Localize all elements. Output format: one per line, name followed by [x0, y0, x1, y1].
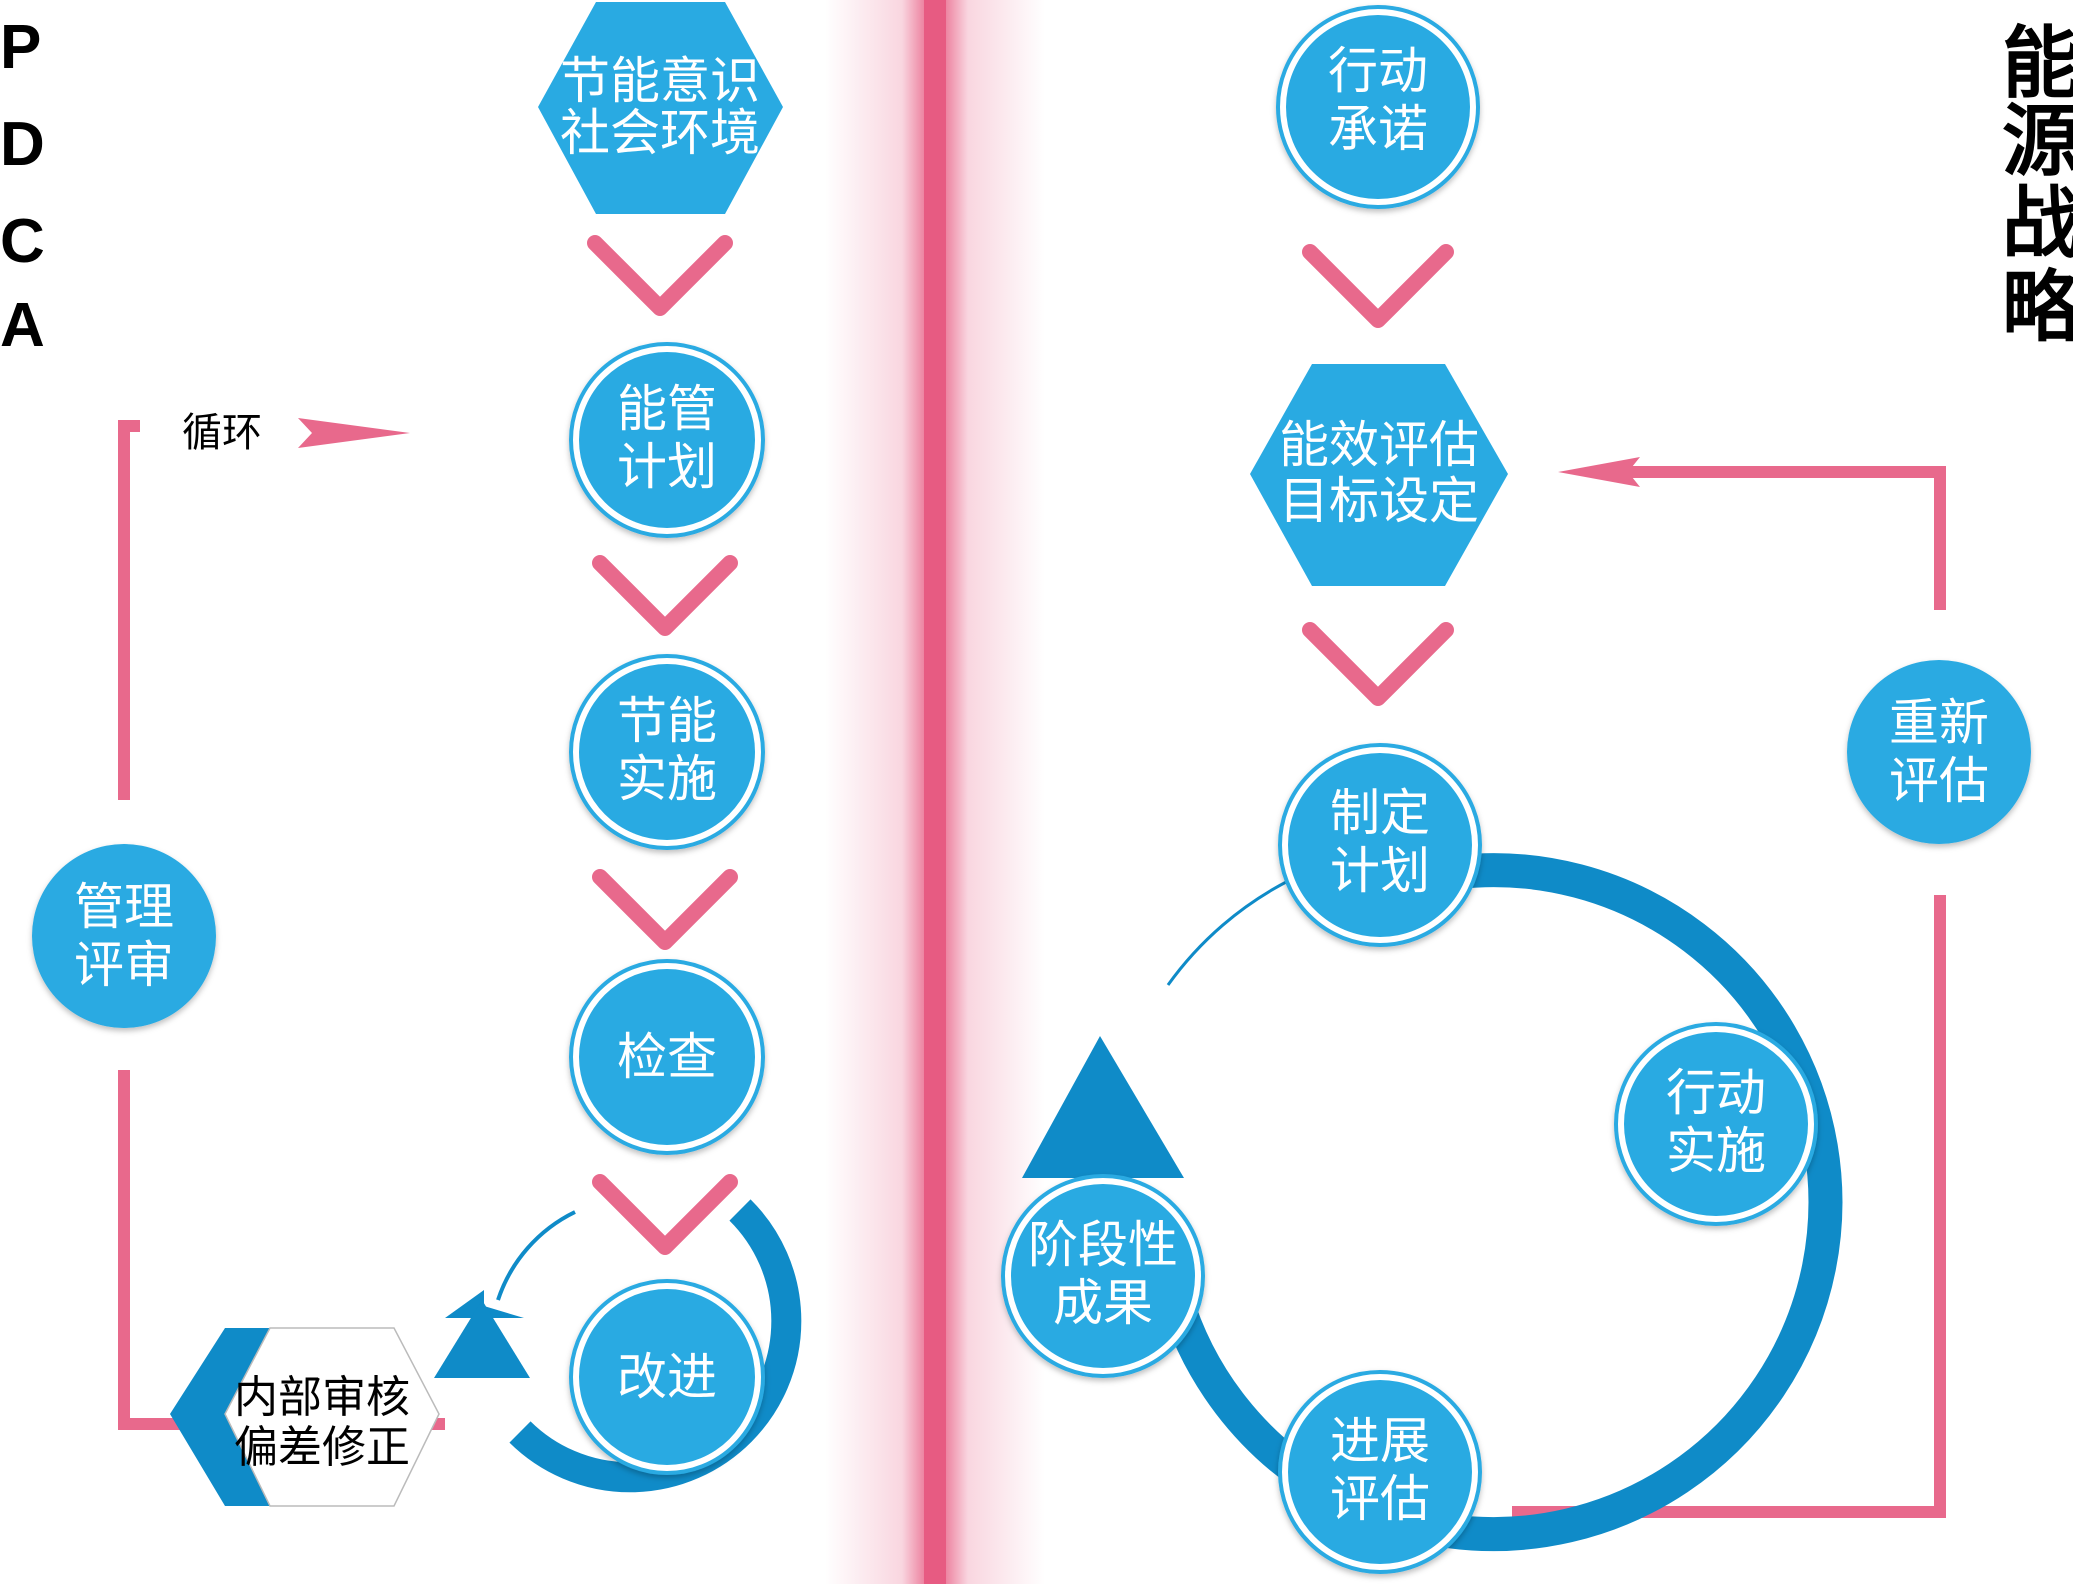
- node-plan-line2: 计划: [617, 439, 717, 495]
- node-audit: 内部审核 偏差修正: [170, 1327, 440, 1507]
- side-title-char-3: 战: [2002, 179, 2073, 267]
- node-evaluation-hexagon: [1250, 364, 1508, 586]
- right-feedback-loop: [1512, 466, 1946, 1518]
- node-plan: 能管 计划: [569, 342, 765, 538]
- center-divider-core: [924, 0, 946, 1584]
- node-results: 阶段性 成果: [1001, 1174, 1205, 1378]
- left-chevrons: [587, 235, 738, 1255]
- loop-arrow-right-icon: [298, 418, 410, 448]
- chevron-down-icon: [1302, 622, 1454, 706]
- node-commitment-line2: 承诺: [1328, 101, 1428, 157]
- side-title-letter-d: D: [0, 110, 45, 179]
- up-arrow-icon: [1022, 1036, 1184, 1178]
- side-title-pdca: P D C A: [0, 13, 45, 360]
- side-title-char-2: 源: [2002, 97, 2073, 185]
- node-check-label: 检查: [617, 1029, 717, 1085]
- loop-line-top: [118, 420, 140, 800]
- node-implement-line1: 节能: [617, 693, 717, 749]
- node-results-line1: 阶段性: [1028, 1217, 1178, 1273]
- chevron-down-icon: [592, 1174, 738, 1255]
- node-audit-line1: 内部审核: [234, 1373, 410, 1422]
- node-audit-line2: 偏差修正: [234, 1423, 410, 1472]
- node-reassess-line2: 评估: [1889, 753, 1989, 809]
- node-review-line1: 管理: [74, 879, 174, 935]
- node-awareness-hexagon: [538, 2, 783, 214]
- node-progress: 进展 评估: [1278, 1370, 1482, 1574]
- node-awareness-line2: 社会环境: [560, 105, 760, 161]
- side-title-letter-c: C: [0, 207, 45, 276]
- node-review: 管理 评审: [32, 844, 216, 1028]
- node-improve: 改进: [569, 1279, 765, 1475]
- node-check: 检查: [569, 959, 765, 1155]
- node-improve-label: 改进: [617, 1349, 717, 1405]
- side-title-char-1: 能: [2002, 19, 2073, 107]
- loop-line-top-right: [1625, 466, 1946, 610]
- side-title-energy-strategy: 能 源 战 略: [2002, 19, 2073, 351]
- chevron-down-icon: [592, 869, 738, 950]
- loop-line-bottom-right: [1512, 895, 1946, 1518]
- node-make-plan-line2: 计划: [1330, 843, 1430, 899]
- node-implement: 节能 实施: [569, 654, 765, 850]
- right-chevrons: [1302, 244, 1454, 706]
- node-make-plan-line1: 制定: [1330, 785, 1430, 841]
- chevron-down-icon: [587, 235, 733, 316]
- side-title-letter-p: P: [0, 13, 41, 82]
- node-progress-line2: 评估: [1330, 1471, 1430, 1527]
- side-title-letter-a: A: [0, 291, 45, 360]
- chevron-down-icon: [592, 555, 738, 636]
- chevron-down-icon: [1302, 244, 1454, 328]
- up-arrow-icon: [434, 1300, 530, 1378]
- node-action-line1: 行动: [1666, 1065, 1766, 1121]
- node-action: 行动 实施: [1614, 1022, 1818, 1226]
- node-evaluation-line1: 能效评估: [1279, 417, 1479, 473]
- side-title-char-4: 略: [2002, 263, 2073, 351]
- node-make-plan: 制定 计划: [1278, 743, 1482, 947]
- loop-arrow-left-icon: [1558, 457, 1640, 487]
- node-implement-line2: 实施: [617, 751, 717, 807]
- node-reassess-line1: 重新: [1889, 695, 1989, 751]
- node-review-line2: 评审: [74, 937, 174, 993]
- node-action-line2: 实施: [1666, 1123, 1766, 1179]
- node-progress-line1: 进展: [1330, 1413, 1430, 1469]
- node-evaluation-line2: 目标设定: [1279, 473, 1479, 529]
- node-plan-line1: 能管: [617, 381, 717, 437]
- node-reassess: 重新 评估: [1847, 660, 2031, 844]
- loop-label: 循环: [182, 411, 262, 455]
- node-commitment: 行动 承诺: [1276, 5, 1480, 209]
- node-awareness-line1: 节能意识: [560, 53, 760, 109]
- node-commitment-line1: 行动: [1328, 43, 1428, 99]
- node-results-line2: 成果: [1053, 1275, 1153, 1331]
